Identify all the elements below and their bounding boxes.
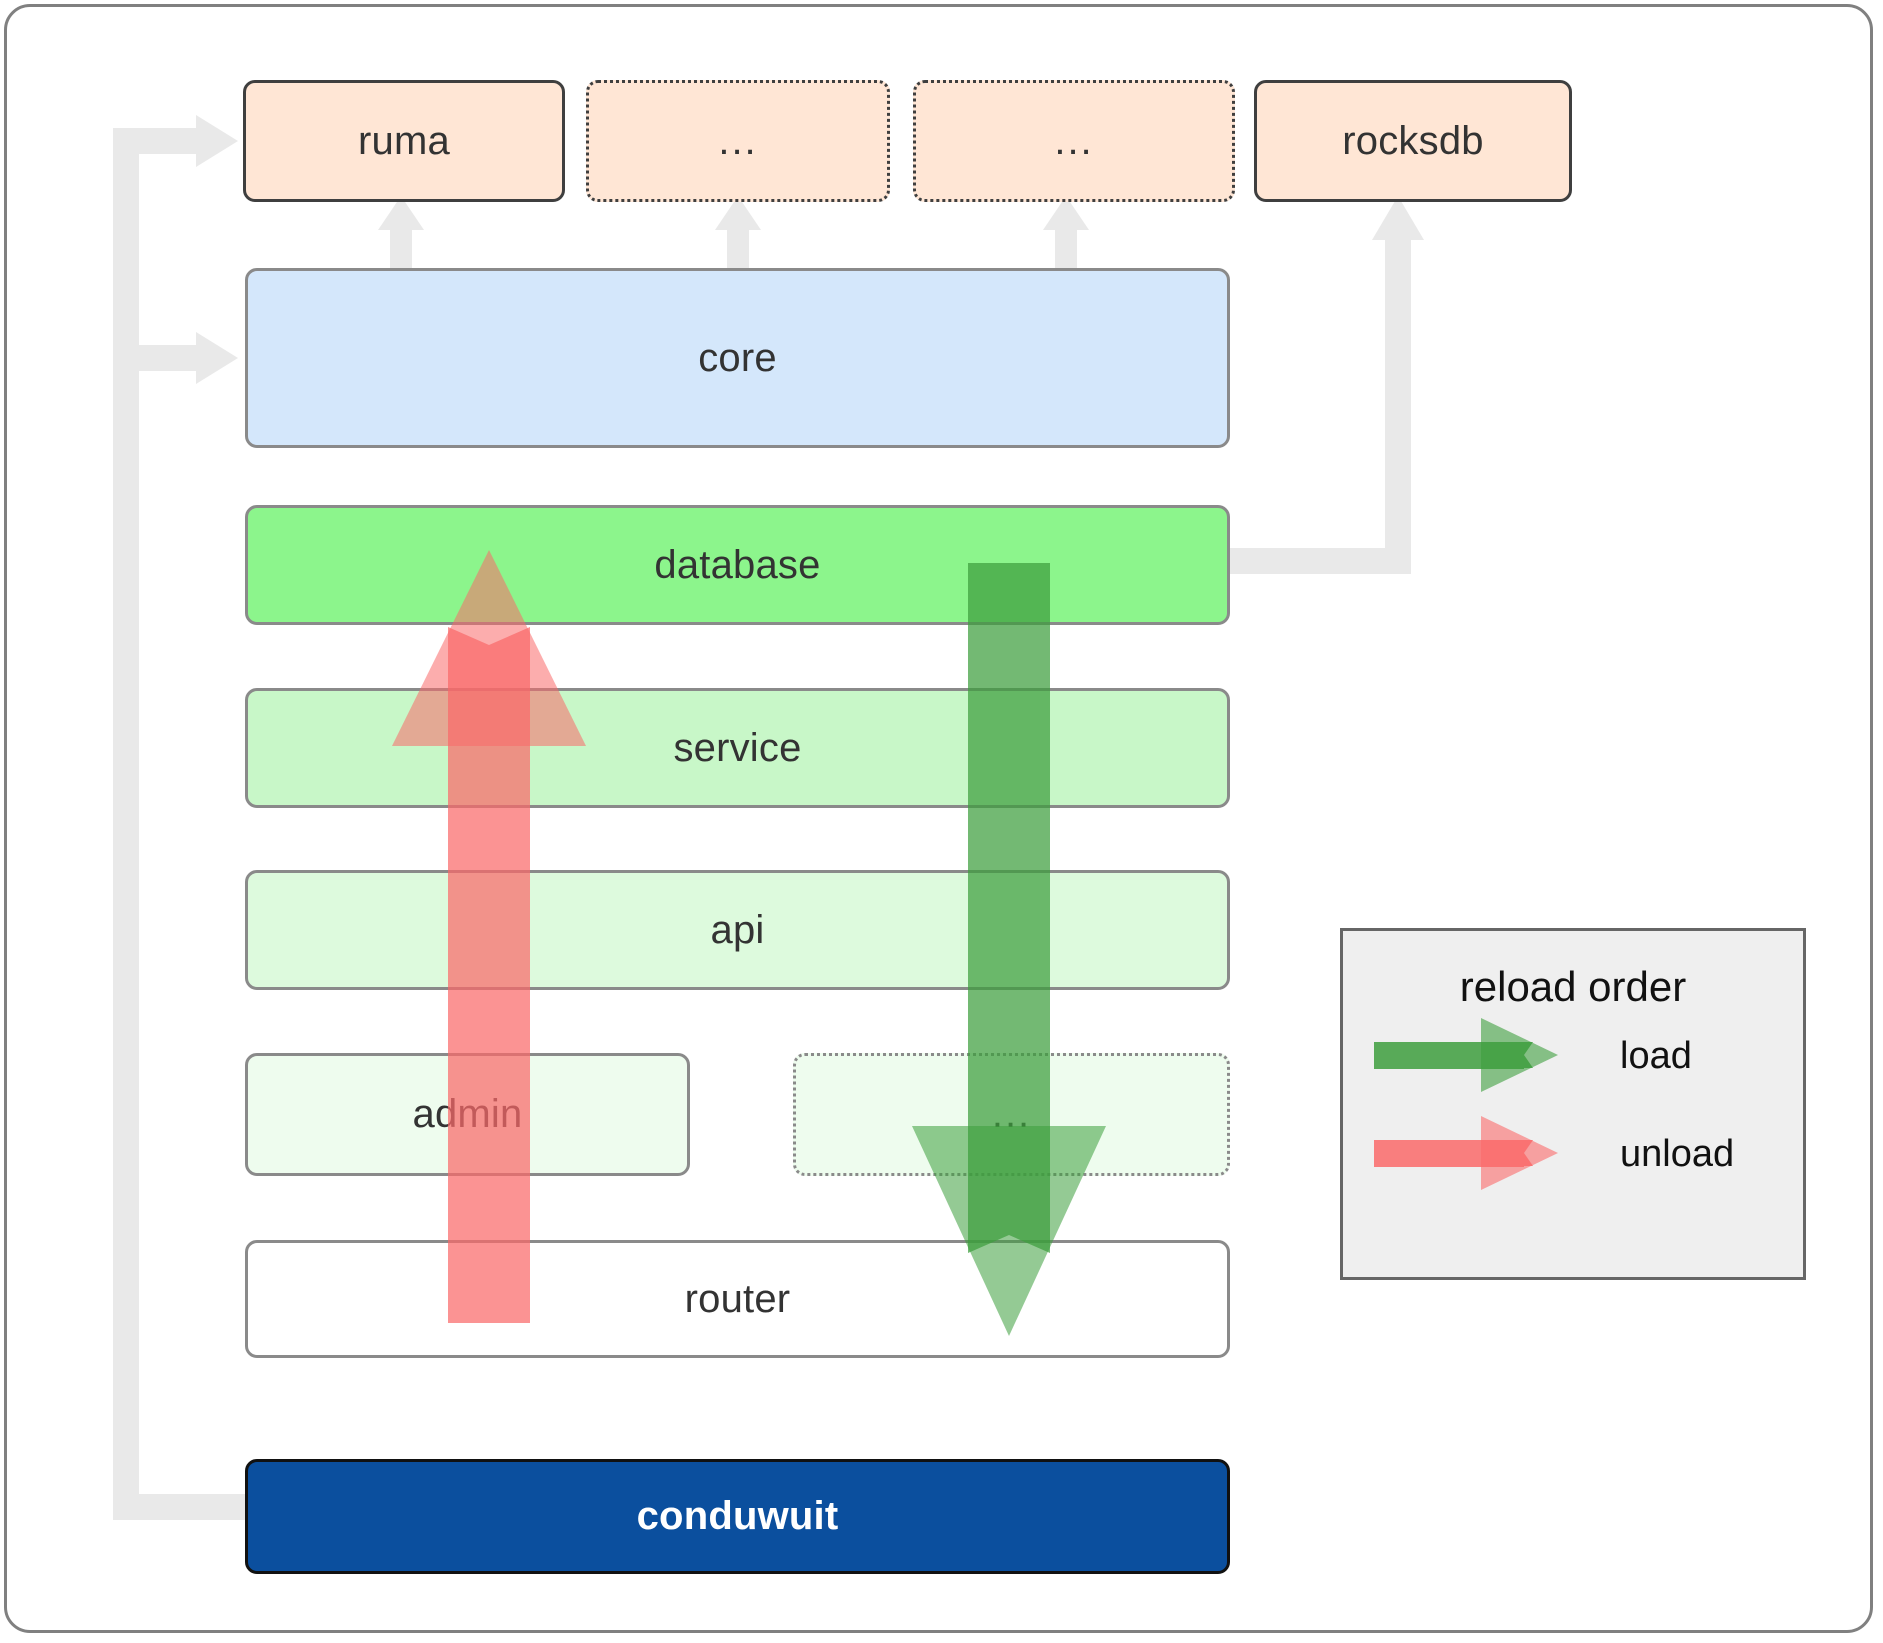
connector-right-spine-vertical — [1385, 236, 1411, 574]
connector-left-spine-vertical — [113, 128, 139, 1520]
connector-arrowhead-rocksdb — [1372, 196, 1424, 240]
legend-unload-label: unload — [1620, 1133, 1735, 1175]
legend-title: reload order — [1459, 963, 1687, 1010]
diagram-frame — [4, 4, 1873, 1633]
node-api[interactable]: api — [245, 870, 1230, 990]
node-conduwuit-label: conduwuit — [636, 1494, 839, 1538]
connector-spine-to-ruma — [113, 128, 203, 154]
unload-arrow-shaft — [448, 645, 530, 1323]
node-dep-placeholder-2-label: ... — [1054, 118, 1094, 163]
node-rocksdb-label: rocksdb — [1342, 118, 1484, 163]
connector-spine-to-core — [113, 345, 203, 371]
load-arrow-shaft — [968, 563, 1050, 1235]
node-ruma[interactable]: ruma — [243, 80, 565, 202]
legend-panel: reload order load unload — [1340, 928, 1806, 1280]
legend-unload-arrow-head — [1481, 1116, 1558, 1190]
legend-load-label: load — [1620, 1035, 1692, 1077]
node-router-label: router — [684, 1276, 791, 1321]
connector-arrowhead-core — [196, 332, 238, 384]
node-ruma-label: ruma — [358, 118, 450, 163]
connector-arrowhead-ruma — [196, 115, 238, 167]
node-database-label: database — [654, 542, 821, 587]
node-dep-placeholder-1[interactable]: ... — [586, 80, 890, 202]
node-dep-placeholder-2[interactable]: ... — [913, 80, 1235, 202]
node-service[interactable]: service — [245, 688, 1230, 808]
node-core-label: core — [698, 335, 777, 380]
connector-core-to-dots2-shaft — [1055, 226, 1077, 271]
node-conduwuit[interactable]: conduwuit — [245, 1459, 1230, 1574]
node-service-label: service — [673, 725, 802, 770]
node-api-label: api — [710, 907, 765, 952]
node-rocksdb[interactable]: rocksdb — [1254, 80, 1572, 202]
load-arrow-head — [912, 1126, 1106, 1336]
unload-arrow-head — [392, 550, 586, 746]
node-dep-placeholder-1-label: ... — [718, 118, 758, 163]
legend-load-arrow-head — [1481, 1018, 1558, 1092]
node-core[interactable]: core — [245, 268, 1230, 448]
connector-core-to-ruma-shaft — [390, 226, 412, 271]
connector-core-to-dots1-shaft — [727, 226, 749, 271]
